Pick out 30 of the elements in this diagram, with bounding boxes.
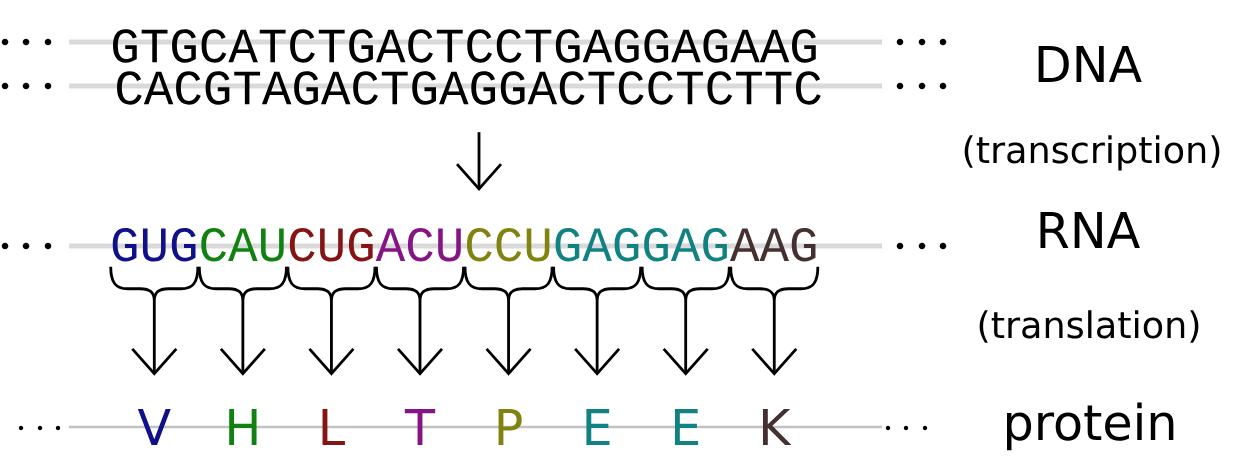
amino-acid-letter: V <box>137 409 171 445</box>
dna-sequence: GTGCATCTGACTCCTGAGGAGAAG CACGTAGACTGAGGACTCCTCTTC <box>113 29 821 105</box>
amino-acid-letter: E <box>586 409 610 445</box>
codon: CCU <box>467 228 550 262</box>
brace-arrow <box>197 265 288 376</box>
amino-acid-letter: K <box>762 409 792 445</box>
codon: GUG <box>112 228 196 262</box>
row-label: protein <box>1007 402 1174 451</box>
codon: GAG <box>644 228 727 262</box>
step-label: (transcription) <box>964 135 1220 171</box>
step-label: (translation) <box>979 310 1199 343</box>
codon: ACU <box>375 228 461 262</box>
codon: GAG <box>555 228 639 262</box>
amino-acid-letter: T <box>404 409 436 445</box>
amino-acid-letter: E <box>675 409 699 445</box>
row-label: DNA <box>1038 46 1142 82</box>
brace-arrow <box>640 265 731 376</box>
amino-acid-letter: P <box>498 409 522 445</box>
codon: AAG <box>729 228 816 262</box>
brace-arrow <box>109 265 200 376</box>
amino-acid-letter: L <box>322 409 345 445</box>
brace-arrow <box>729 265 820 376</box>
brace-arrow <box>375 265 465 376</box>
codon: CUG <box>289 228 373 262</box>
brace-arrow <box>463 265 554 376</box>
codon: CAU <box>201 228 284 262</box>
brace-arrow <box>286 265 377 376</box>
amino-acid-letter: H <box>229 409 257 445</box>
brace-arrow <box>552 265 643 376</box>
row-label: RNA <box>1040 212 1140 248</box>
